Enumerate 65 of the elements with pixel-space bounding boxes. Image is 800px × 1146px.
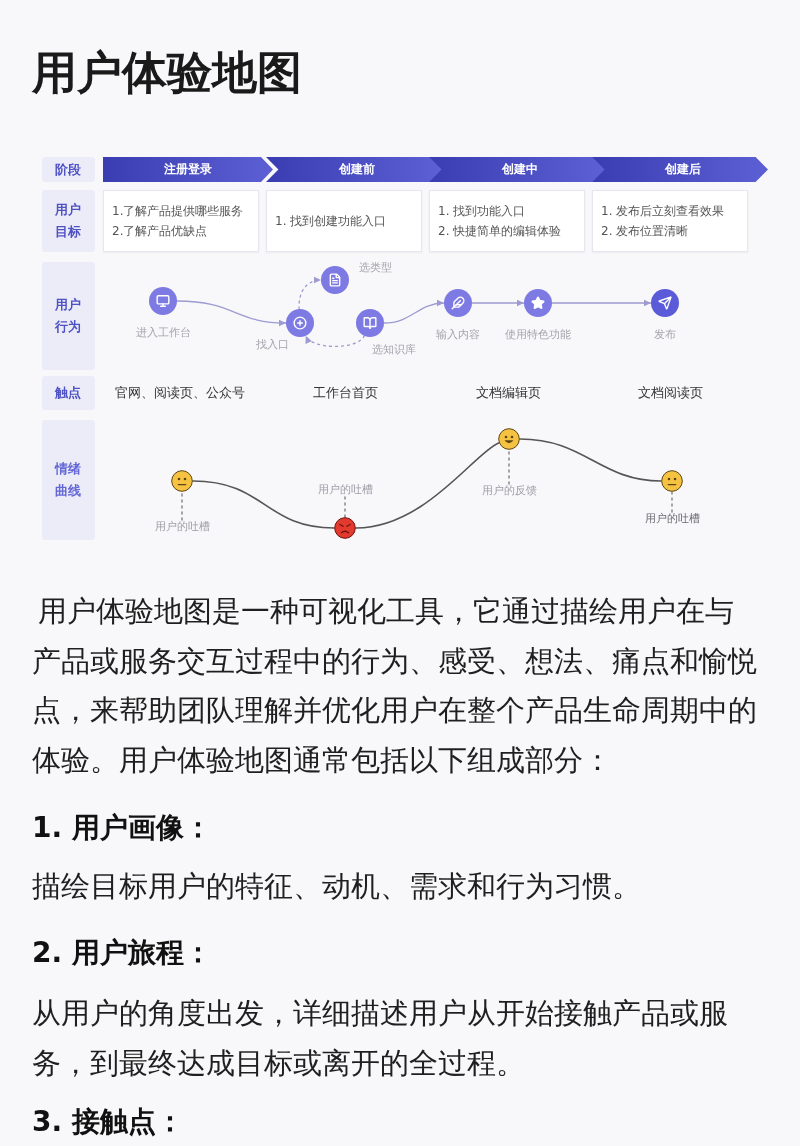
row-header: 阶段 — [42, 157, 95, 182]
intro-paragraph: 用户体验地图是一种可视化工具，它通过描绘用户在与产品或服务交互过程中的行为、感受、想法、痛点和愉悦点，来帮助团队理解并优化用户在整个产品生命周期中的体验。用户体验地图通常包括以下组成部分： — [32, 593, 758, 779]
section-paragraph: 描绘目标用户的特征、动机、需求和行为习惯。 — [32, 868, 642, 905]
monitor-icon — [149, 287, 177, 315]
row-header: 用户行为 — [42, 262, 95, 370]
arrow — [471, 299, 525, 307]
section-paragraph: 从用户的角度出发，详细描述用户从开始接触产品或服务，到最终达成目标或离开的全过程。 — [32, 995, 729, 1082]
step-label: 输入内容 — [436, 328, 480, 342]
arrow — [176, 300, 287, 327]
paper-plane-icon — [651, 289, 679, 317]
step-label: 发布 — [654, 328, 676, 342]
plus-icon — [286, 309, 314, 337]
goal-text: 1.了解产品提供哪些服务 — [112, 203, 244, 220]
smiling-face-icon — [498, 428, 520, 450]
dotted-line — [508, 449, 510, 485]
row-header: 触点 — [42, 376, 95, 410]
goal-card — [266, 190, 422, 252]
stage-banner: 创建前 — [266, 157, 442, 182]
stage-banner: 创建中 — [429, 157, 605, 182]
curve-line — [355, 442, 500, 529]
book-icon — [356, 309, 384, 337]
touchpoint-label: 官网、阅读页、公众号 — [115, 384, 245, 402]
arrow — [551, 299, 652, 307]
row-header: 用户目标 — [42, 190, 95, 252]
section-heading: 1. 用户画像： — [32, 810, 212, 846]
goal-card — [103, 190, 259, 252]
dotted-line — [181, 491, 183, 521]
emotion-note: 用户的吐槽 — [643, 512, 701, 526]
curve-line — [519, 438, 662, 482]
goal-text: 1. 找到功能入口 — [438, 203, 526, 220]
touchpoint-label: 文档阅读页 — [637, 384, 703, 402]
goal-text: 2. 快捷简单的编辑体验 — [438, 223, 562, 240]
step-label: 使用特色功能 — [505, 328, 571, 342]
stage-banner: 创建后 — [592, 157, 768, 182]
angry-face-icon — [334, 517, 356, 539]
step-label: 选知识库 — [372, 343, 416, 357]
goal-card — [429, 190, 585, 252]
touchpoint-label: 文档编辑页 — [475, 384, 541, 402]
page-title: 用户体验地图 — [32, 45, 302, 101]
section-heading: 2. 用户旅程： — [32, 935, 212, 971]
touchpoint-label: 工作台首页 — [312, 384, 378, 402]
arrow — [298, 277, 322, 310]
step-label: 选类型 — [358, 261, 392, 275]
arrow — [305, 335, 365, 348]
section-heading: 3. 接触点： — [32, 1104, 184, 1140]
goal-text: 2. 发布位置清晰 — [601, 223, 689, 240]
goal-text: 2.了解产品优缺点 — [112, 223, 208, 240]
neutral-face-icon — [171, 470, 193, 492]
feather-icon — [444, 289, 472, 317]
stage-banner: 注册登录 — [103, 157, 273, 182]
dotted-line — [344, 496, 346, 518]
emotion-note: 用户的吐槽 — [153, 520, 211, 534]
step-label: 进入工作台 — [135, 326, 191, 340]
emotion-note: 用户的吐槽 — [316, 483, 374, 497]
neutral-face-icon — [661, 470, 683, 492]
step-label: 找入口 — [255, 338, 289, 352]
emotion-note: 用户的反馈 — [480, 484, 538, 498]
document-icon — [321, 266, 349, 294]
row-header: 情绪曲线 — [42, 420, 95, 540]
goal-text: 1. 发布后立刻查看效果 — [601, 203, 725, 220]
goal-text: 1. 找到创建功能入口 — [275, 213, 387, 230]
dotted-line — [671, 491, 673, 513]
curve-line — [192, 480, 335, 529]
arrow — [383, 300, 445, 324]
goal-card — [592, 190, 748, 252]
